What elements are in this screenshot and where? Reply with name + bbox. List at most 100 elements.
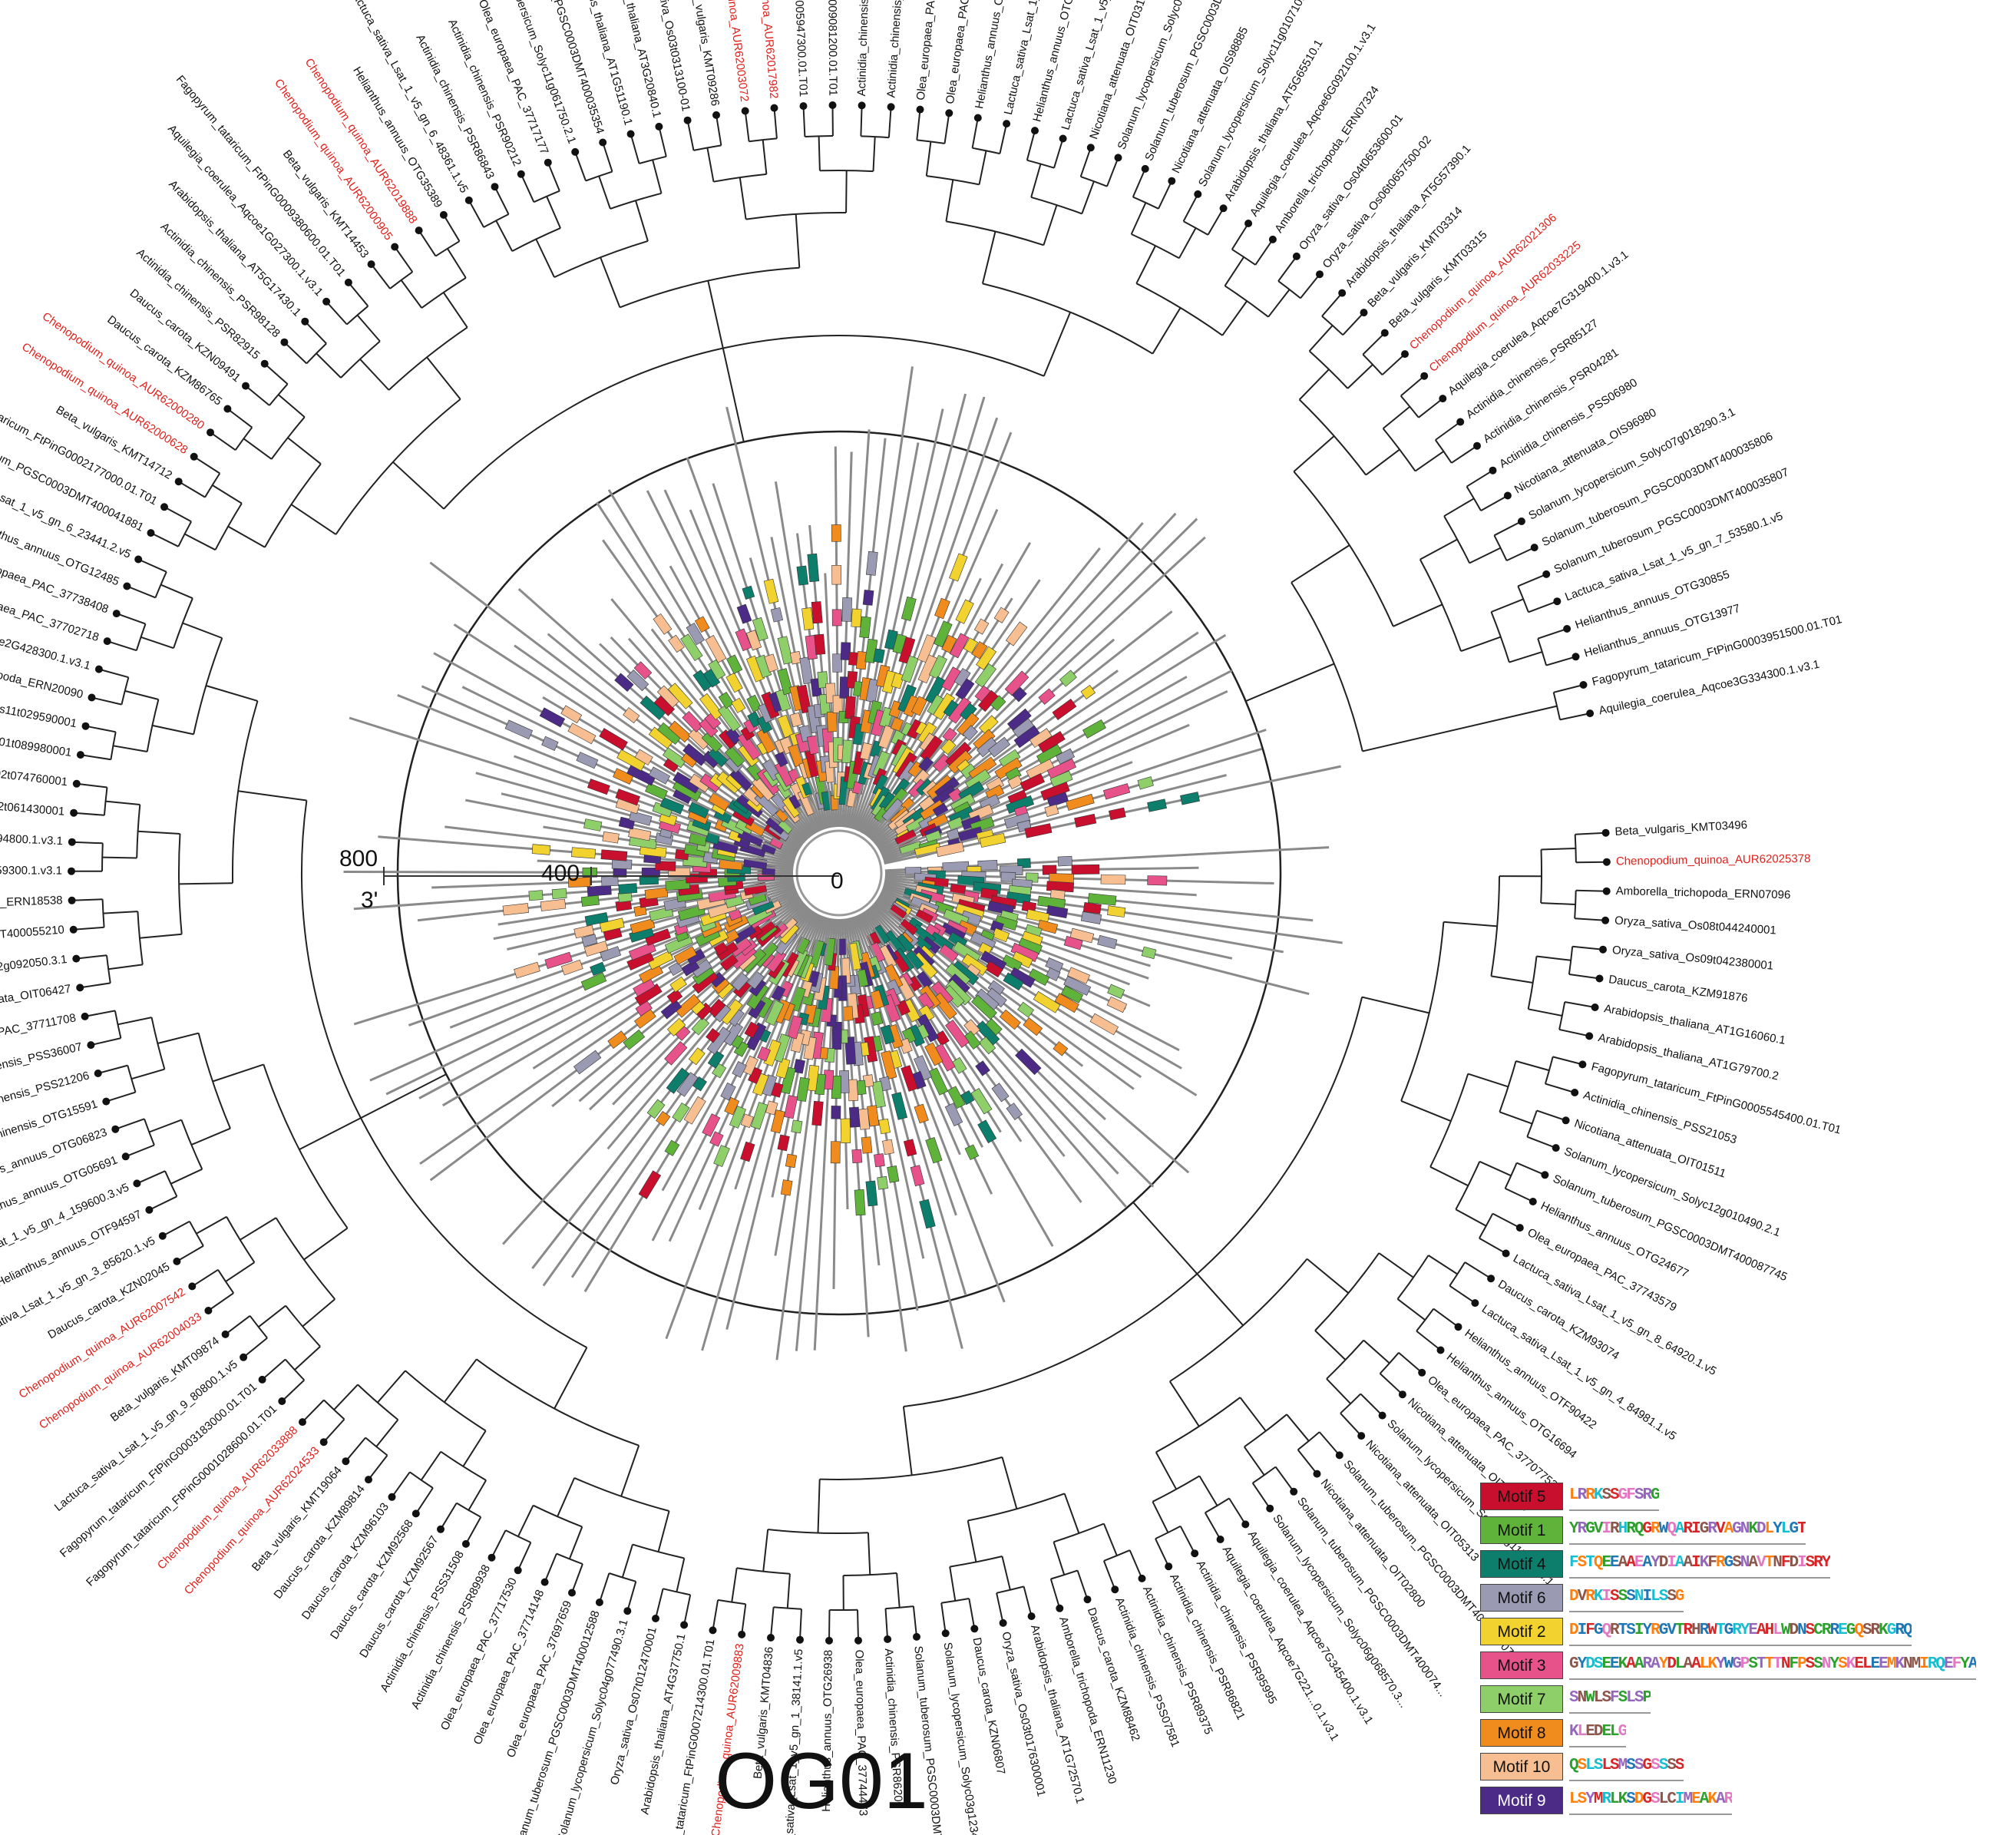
motif-box xyxy=(708,659,726,680)
tree-arc xyxy=(1326,1339,1365,1380)
motif-box xyxy=(531,844,551,855)
motif-box xyxy=(844,1037,857,1065)
motif-box xyxy=(851,608,862,628)
leaf-node-dot xyxy=(365,1476,372,1484)
motif-box xyxy=(933,992,957,1020)
leaf-label: Solanum_lycopersicum_Solyc04g077490.3.1 xyxy=(554,1618,630,1835)
motif-box xyxy=(944,1103,963,1126)
tree-branch xyxy=(206,685,258,702)
tree-branch xyxy=(707,280,724,349)
tree-branch xyxy=(1379,1373,1403,1395)
tree-branch xyxy=(818,136,821,171)
tree-branch xyxy=(1516,1162,1545,1176)
tree-branch xyxy=(1460,636,1502,653)
leaf-node-dot xyxy=(204,1307,213,1314)
tree-branch xyxy=(196,1215,227,1235)
tree-branch xyxy=(1026,130,1036,160)
leaf-node-dot xyxy=(738,1630,746,1638)
tree-branch xyxy=(1132,1202,1198,1275)
motif-box xyxy=(765,815,787,835)
tree-branch xyxy=(620,1445,640,1497)
motif-box xyxy=(970,1088,993,1115)
tree-branch xyxy=(1419,538,1458,560)
motif-box xyxy=(1089,1013,1119,1036)
motif-box xyxy=(669,976,687,993)
tree-branch xyxy=(1063,1493,1080,1534)
tree-branch xyxy=(1396,1298,1426,1321)
leaf-node-dot xyxy=(1027,1612,1036,1621)
motif-box xyxy=(976,646,997,670)
leaf-label: Oryza_sativa_Os09t042380001 xyxy=(1611,944,1774,973)
protein-track xyxy=(343,871,794,875)
tree-branch xyxy=(210,431,236,451)
tree-branch xyxy=(442,292,468,328)
motif-box xyxy=(978,1036,996,1055)
tree-branch xyxy=(1545,656,1576,666)
tree-branch xyxy=(1400,1099,1452,1122)
motif-box xyxy=(1057,855,1072,867)
tree-branch xyxy=(137,830,180,835)
motif-box xyxy=(1006,1103,1023,1120)
motif-box xyxy=(740,1141,755,1162)
leaf-node-dot xyxy=(188,1282,197,1291)
leaf-node-dot xyxy=(945,109,953,117)
leaf-node-dot xyxy=(712,111,720,119)
motif-box xyxy=(1046,967,1061,981)
tree-branch xyxy=(795,213,801,268)
tree-branch xyxy=(1553,684,1584,693)
leaf-node-dot xyxy=(1552,1144,1560,1152)
tree-branch xyxy=(258,1304,286,1328)
tree-branch xyxy=(1030,164,1042,198)
scale-label-800: 800 xyxy=(339,846,378,871)
motif-box xyxy=(1037,731,1066,753)
tree-branch xyxy=(1239,1397,1267,1432)
motif-box xyxy=(955,678,975,700)
leaf-label: Beta_vulgaris_KMT03496 xyxy=(1614,818,1747,838)
tree-branch xyxy=(178,481,206,498)
motif-box xyxy=(541,736,559,751)
motif-box xyxy=(724,1096,740,1116)
leaf-label: Fagopyrum_tataricum_FtPinG0009081200.01.… xyxy=(825,0,840,96)
tree-branch xyxy=(652,159,663,194)
motif-box xyxy=(644,887,669,900)
tree-branch xyxy=(377,1370,406,1404)
tree-branch xyxy=(322,1418,345,1443)
legend-sequence-logo: GYDSEEKAARAYDLAALKYWGPSTTTNFPSSNYSKELEEM… xyxy=(1569,1651,1977,1680)
tree-arc xyxy=(136,804,141,858)
tree-branch xyxy=(1049,1579,1061,1609)
tree-branch xyxy=(426,356,461,400)
leaf-node-dot xyxy=(76,751,84,759)
motif-box xyxy=(1026,908,1050,924)
motif-box xyxy=(668,634,685,653)
motif-box xyxy=(848,1106,861,1128)
leaf-node-dot xyxy=(1571,653,1580,661)
tree-branch xyxy=(91,1037,121,1046)
tree-branch xyxy=(1243,1446,1265,1476)
motif-box xyxy=(894,829,918,848)
leaf-label: Olea_europaea_PAC_37744473 xyxy=(852,1649,869,1816)
tree-branch xyxy=(978,150,987,185)
tree-branch xyxy=(1102,1523,1118,1556)
motif-box xyxy=(793,1059,806,1074)
motif-box xyxy=(840,1118,851,1144)
leaf-node-dot xyxy=(1083,1595,1092,1604)
motif-box xyxy=(1052,699,1077,720)
leaf-label: Beta_vulgaris_KMT14712 xyxy=(54,403,174,482)
tree-branch xyxy=(683,1594,692,1625)
motif-box xyxy=(888,700,904,719)
leaf-node-dot xyxy=(1599,945,1607,954)
tree-branch xyxy=(359,359,390,391)
leaf-node-dot xyxy=(81,1012,89,1020)
motif-box xyxy=(731,697,746,713)
motif-box xyxy=(688,728,710,750)
leaf-node-dot xyxy=(1517,517,1525,525)
scale-label-400: 400 xyxy=(541,861,580,886)
tree-branch xyxy=(1228,1497,1247,1525)
motif-box xyxy=(1107,905,1126,918)
motif-box xyxy=(581,934,598,947)
tree-branch xyxy=(517,1542,532,1571)
tree-branch xyxy=(1572,945,1604,951)
legend-sequence-logo: LRRKSSGFSRG xyxy=(1569,1482,1659,1511)
